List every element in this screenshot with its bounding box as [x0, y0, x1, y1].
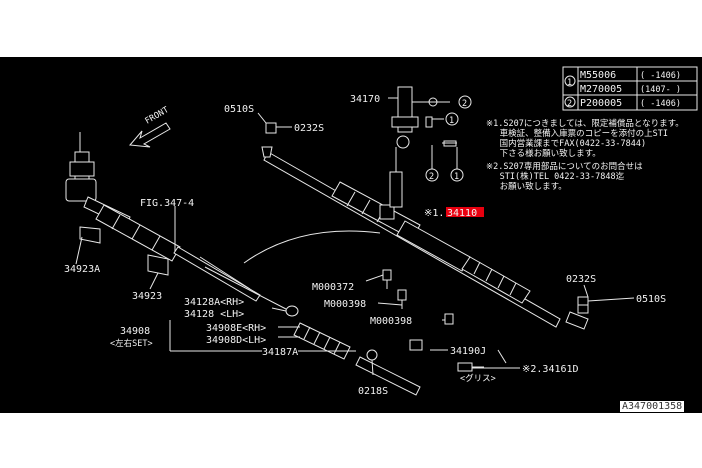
part-34128[interactable]: 34128 <LH>	[184, 309, 244, 320]
table-mark-1: 1	[567, 78, 572, 88]
part-34170[interactable]: 34170	[350, 94, 380, 105]
table-range: (1407- )	[640, 85, 681, 95]
part-0232s-top[interactable]: 0232S	[294, 123, 324, 134]
note-line: 車検証、整備入庫票のコピーを添付の上STI	[486, 128, 668, 139]
callout-markers: 2 1 2 1	[425, 95, 472, 182]
part-34190j[interactable]: 34190J	[450, 346, 486, 357]
note-line: お願い致します。	[486, 181, 567, 192]
table-code: M55006	[580, 70, 616, 81]
part-0218s[interactable]: 0218S	[358, 386, 388, 397]
part-34110[interactable]: 34110	[447, 208, 477, 219]
table-code: P200005	[580, 98, 622, 109]
part-m000372[interactable]: M000372	[312, 282, 354, 293]
part-m000398[interactable]: M000398	[324, 299, 366, 310]
callout-label: 2	[462, 99, 467, 109]
table-range: ( -1406)	[640, 99, 681, 109]
left-steering-gear-icon	[65, 132, 261, 302]
note-line: 国内営業課までFAX(0422-33-7844)	[486, 138, 646, 149]
notes: ※1.S207につきましては、限定補償品となります。 車検証、整備入庫票のコピー…	[486, 118, 684, 192]
part-34161d[interactable]: ※2.34161D	[522, 364, 579, 375]
table-range: ( -1406)	[640, 71, 681, 81]
highlight-marker	[446, 207, 484, 217]
part-34908d[interactable]: 34908D<LH>	[206, 335, 266, 346]
highlight-prefix: ※1.	[424, 208, 444, 219]
callout-label: 2	[429, 172, 434, 182]
callout-1-icon	[445, 112, 459, 126]
exploded-view: 1 2 M55006 ( -1406) M270005 (1407- ) P20…	[64, 66, 698, 397]
part-0510s-right[interactable]: 0510S	[636, 294, 666, 305]
callout-2-icon	[564, 96, 576, 108]
part-34187a[interactable]: 34187A	[262, 347, 298, 358]
grease-label: <グリス>	[460, 373, 496, 384]
part-0510s-top[interactable]: 0510S	[224, 104, 254, 115]
right-steering-gear-icon	[261, 86, 589, 330]
part-34923a[interactable]: 34923A	[64, 264, 100, 275]
part-34908[interactable]: 34908	[120, 326, 150, 337]
fig-ref[interactable]: FIG.347-4	[140, 198, 194, 209]
part-m000398[interactable]: M000398	[370, 316, 412, 327]
parts-diagram: 1 2 M55006 ( -1406) M270005 (1407- ) P20…	[0, 57, 702, 413]
callout-label: 1	[449, 116, 454, 126]
part-34908e[interactable]: 34908E<RH>	[206, 323, 266, 334]
callout-2-icon	[458, 95, 472, 109]
front-arrow-icon	[128, 122, 171, 148]
callout-label: 1	[454, 172, 459, 182]
part-0232s-right[interactable]: 0232S	[566, 274, 596, 285]
table-code: M270005	[580, 84, 622, 95]
leader-lines	[75, 97, 635, 376]
note-line: ※1.S207につきましては、限定補償品となります。	[486, 118, 684, 129]
part-34923[interactable]: 34923	[132, 291, 162, 302]
table-mark-2: 2	[567, 99, 572, 109]
note-line: ※2.S207専用部品についてのお問合せは	[486, 161, 643, 172]
diagram-id: A347001358	[620, 401, 685, 412]
note-line: 下さる様お願い致します。	[486, 148, 601, 159]
callout-1-icon	[564, 75, 576, 87]
curve-arrow-icon	[243, 230, 381, 264]
note-line: STI(株)TEL 0422-33-7848迄	[486, 171, 625, 182]
parts-table: 1 2 M55006 ( -1406) M270005 (1407- ) P20…	[562, 66, 698, 111]
part-34128a[interactable]: 34128A<RH>	[184, 297, 244, 308]
part-34908-sub: <左右SET>	[110, 338, 153, 349]
